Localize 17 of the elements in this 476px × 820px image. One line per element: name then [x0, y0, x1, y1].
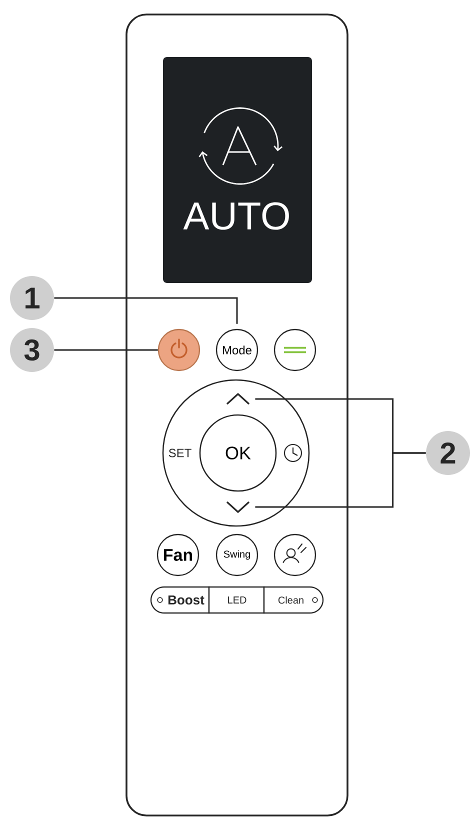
round-button: Mode: [216, 328, 258, 372]
round-button: Swing: [216, 534, 258, 576]
leader-line: [255, 452, 426, 508]
callout-number: 1: [10, 276, 54, 320]
remote-body: [126, 14, 348, 816]
round-button: Fan: [156, 534, 200, 576]
leader-line: [54, 349, 158, 351]
callout-number: 3: [10, 328, 54, 372]
display-screen: AUTO: [163, 57, 312, 283]
up-key: [226, 393, 250, 405]
leader-line: [54, 297, 238, 324]
down-key: [226, 501, 250, 513]
ok-button: OK: [199, 414, 277, 492]
strip-button: Boost: [150, 586, 210, 614]
callout-number: 2: [426, 431, 470, 475]
strip-button: Clean: [263, 586, 324, 614]
strip-button: LED: [208, 586, 265, 614]
